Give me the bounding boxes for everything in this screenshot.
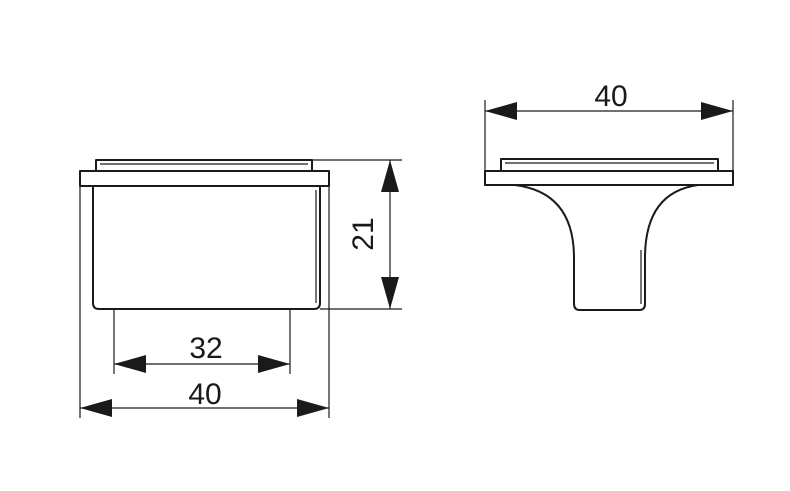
arrow-left-front [80,399,112,417]
front-view [79,159,330,310]
dimension-side-width: 40 [484,80,734,171]
arrow-right-front [297,399,329,417]
dimension-front-width: 40 [79,186,330,418]
dimension-inner-width: 32 [113,309,291,374]
arrow-left-inner [114,355,146,373]
dimension-label-front-width: 40 [188,378,221,411]
dimension-label-inner-width: 32 [189,332,222,365]
side-stem [514,184,699,311]
side-view [484,158,734,311]
dimension-height: 21 [312,159,402,310]
front-body [92,185,321,310]
arrow-right-side [701,102,733,120]
side-top-lip [500,158,719,172]
front-top-plate [79,170,330,187]
arrow-left-side [485,102,517,120]
arrow-right-inner [258,355,290,373]
arrow-up [381,160,399,192]
side-top-plate [484,170,734,186]
dimension-label-side-width: 40 [594,80,627,113]
front-top-lip [95,159,313,172]
dimension-label-height: 21 [347,217,380,250]
arrow-down [381,277,399,309]
